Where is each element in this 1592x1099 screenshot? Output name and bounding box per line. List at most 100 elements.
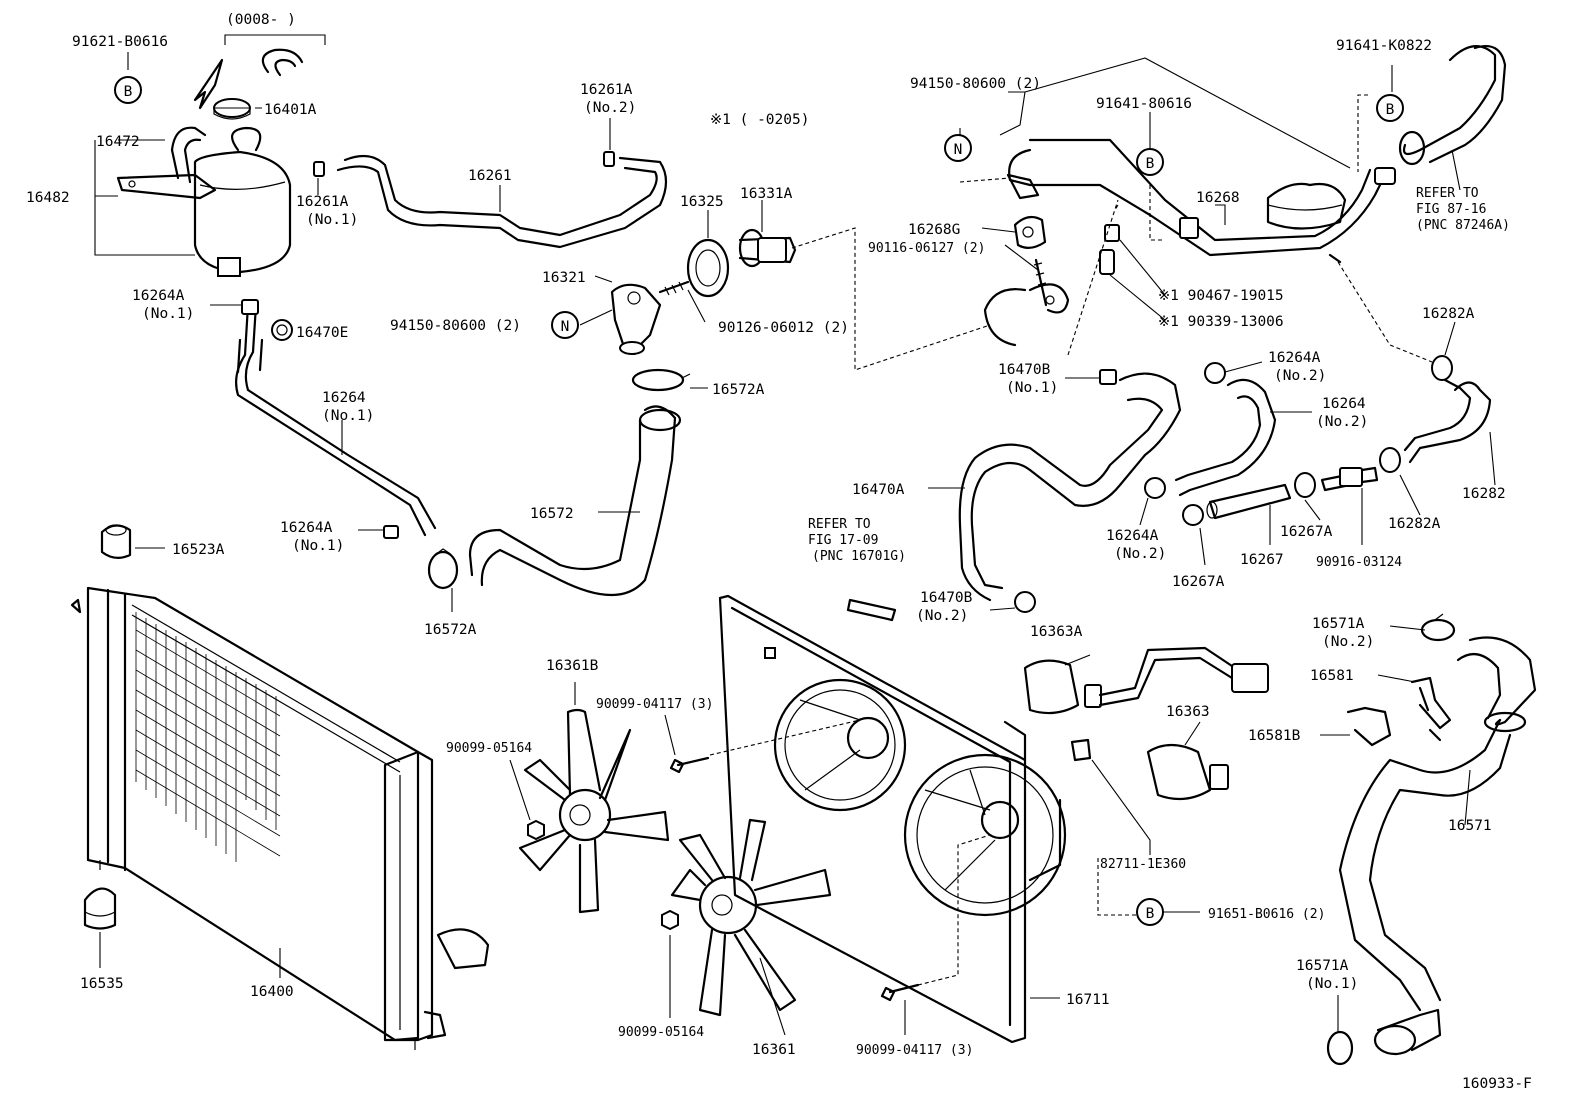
leader-90339 [1109, 274, 1166, 321]
label-90099-05164-left: 90099-05164 [446, 741, 532, 756]
label-16267a-bot: 16267A [1172, 574, 1225, 590]
label-16264a-no2-bot: 16264A [1106, 528, 1159, 544]
label-16331a: 16331A [740, 186, 793, 202]
leader-90099-05164-left [509, 759, 531, 821]
year-range-bracket [224, 34, 326, 45]
svg-text:B: B [1146, 906, 1155, 922]
label-91651-b0616: 91651-B0616 (2) [1208, 907, 1325, 922]
label-16581: 16581 [1310, 668, 1354, 684]
thermostat-16331a [738, 228, 797, 268]
clamp-16261a-no2 [603, 151, 615, 167]
hose-16572 [468, 405, 682, 597]
bolt-90099-04117-bot [880, 983, 920, 1002]
leader-94150-right [999, 57, 1351, 169]
label-no1-16571a: (No.1) [1306, 976, 1358, 992]
bracket-16581 [1410, 676, 1452, 742]
label-no1-16264a-top: (No.1) [142, 306, 194, 322]
footnote-0205: ※1 ( -0205) [710, 112, 809, 128]
fan-shroud-16711 [718, 594, 1067, 1044]
clamp-16261a-no1 [313, 161, 325, 177]
mount-cushion-16535 [83, 887, 117, 930]
hose-16282 [1403, 378, 1492, 464]
leader-16470b-no2 [989, 607, 1016, 611]
diagram-id: 160933-F [1462, 1076, 1532, 1092]
leader-16268g [981, 227, 1016, 233]
hose-16264-no2 [1174, 378, 1277, 497]
nut-90099-05164-bot [661, 909, 679, 931]
label-16572a-top: 16572A [712, 382, 765, 398]
callout-n-right: N [944, 134, 972, 162]
svg-text:N: N [561, 319, 570, 335]
callout-n-left: N [551, 311, 579, 339]
svg-text:B: B [1146, 156, 1155, 172]
refer-17-line2: FIG 17-09 [808, 533, 878, 548]
clamp-16571a-no2 [1420, 613, 1456, 642]
label-16261a-no2: 16261A [580, 82, 633, 98]
refer-17-line3: (PNC 16701G) [812, 549, 906, 564]
leader-16363a [1064, 654, 1091, 666]
bolt-90099-04117-top [669, 756, 710, 774]
small-hose-bend [261, 48, 304, 77]
fan-motor-16363 [1146, 743, 1229, 801]
label-16264a-no2-top: 16264A [1268, 350, 1321, 366]
label-91621-b0616: 91621-B0616 [72, 34, 168, 50]
label-no1-16264: (No.1) [322, 408, 374, 424]
water-inlet-16321 [610, 283, 662, 355]
dashed-91641-80616 [1149, 185, 1165, 241]
label-no1-16264a-bot: (No.1) [292, 538, 344, 554]
label-16264-no2: 16264 [1322, 396, 1366, 412]
label-16361b: 16361B [546, 658, 599, 674]
label-16523a: 16523A [172, 542, 225, 558]
hose-16261 [336, 154, 668, 249]
label-16470a: 16470A [852, 482, 905, 498]
fan-16361b [518, 708, 670, 914]
label-16321: 16321 [542, 270, 586, 286]
dashed-91641-k0822 [1357, 94, 1368, 172]
leader-16282a-bot [1399, 474, 1421, 516]
bolt-dashed-top [709, 719, 861, 756]
label-16482: 16482 [26, 190, 70, 206]
leader-90099-04117-top [664, 714, 676, 756]
callout-b-91641-k0822: B [1376, 94, 1404, 122]
label-16267: 16267 [1240, 552, 1284, 568]
label-16361: 16361 [752, 1042, 796, 1058]
callout-b-91641-80616: B [1136, 148, 1164, 176]
label-16264-no1: 16264 [322, 390, 366, 406]
label-16535: 16535 [80, 976, 124, 992]
clamp-16470b-no2 [1014, 591, 1036, 613]
label-90116-06127: 90116-06127 (2) [868, 241, 985, 256]
gasket-ring [983, 283, 1070, 347]
leader-16321 [594, 275, 613, 283]
label-no2-16264a-top: (No.2) [1274, 368, 1326, 384]
dashed-16282 [1337, 261, 1433, 363]
dashed-91651 [1097, 858, 1140, 916]
fan-16361 [670, 818, 832, 1017]
note-year-range: (0008- ) [226, 12, 296, 28]
reservoir-cap-16401a [213, 98, 251, 120]
callout-b-91621: B [114, 76, 142, 104]
grommet-16470e [271, 319, 293, 341]
leader-16361 [759, 957, 786, 1036]
label-94150-80600-right: 94150-80600 (2) [910, 76, 1041, 92]
label-16363a: 16363A [1030, 624, 1083, 640]
leader-16363 [1184, 721, 1201, 746]
mount-cushion-16523a [100, 524, 132, 559]
label-16264a-no1-bot: 16264A [280, 520, 333, 536]
leader-90467 [1119, 239, 1166, 296]
plate-refer-17-09 [846, 598, 897, 622]
label-16571a-no2: 16571A [1312, 616, 1365, 632]
label-no2-16571a: (No.2) [1322, 634, 1374, 650]
clamp-16282a-bot [1379, 447, 1401, 473]
clamp-16264a-no1-top [241, 299, 259, 315]
leader-16268 [1215, 204, 1226, 225]
fan-motor-16363a [1023, 646, 1269, 715]
leader-16571 [1464, 769, 1471, 826]
cap-on-pipe [1179, 182, 1347, 239]
label-90916-03124: 90916-03124 [1316, 555, 1402, 570]
clamp-16282a-top [1431, 355, 1453, 381]
leader-16282a-top [1444, 321, 1456, 356]
bracket-16581b [1346, 706, 1392, 747]
label-16470b-no1: 16470B [998, 362, 1051, 378]
leader-16267a-right [1304, 499, 1321, 521]
o-ring-90467 [1104, 224, 1120, 242]
